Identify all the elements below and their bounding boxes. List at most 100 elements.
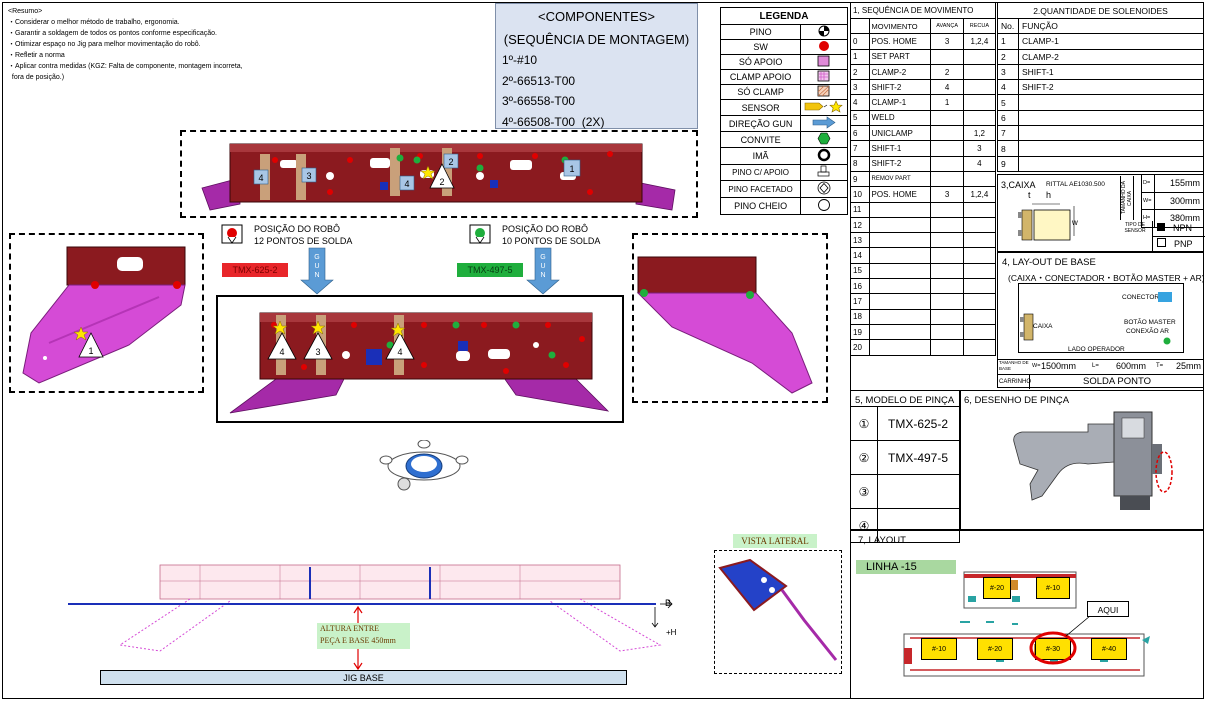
sequence-row: 11 xyxy=(850,201,997,218)
station-tag-current: #-30 xyxy=(1035,638,1071,660)
part-number-label: 1 xyxy=(569,164,574,174)
step-number: 10 xyxy=(850,186,870,203)
svg-text:G: G xyxy=(314,254,319,261)
step-movement: SHIFT-1 xyxy=(868,140,932,157)
base-layout-section xyxy=(997,252,1204,388)
side-elevation-drawing xyxy=(68,564,673,671)
gun-model-index: ② xyxy=(850,440,878,475)
step-retract xyxy=(962,63,997,81)
components-box: <COMPONENTES> (SEQUÊNCIA DE MONTAGEM) 1º… xyxy=(495,3,698,129)
sequence-header: AVANÇA xyxy=(930,17,964,35)
part-number-label: 4 xyxy=(397,347,402,357)
solenoid-function xyxy=(1018,140,1204,157)
components-title: <COMPONENTES> xyxy=(537,9,656,24)
legend-table: LEGENDA PINO SW SÓ APOIO CLAMP APOIO SÓ … xyxy=(719,7,848,215)
step-movement: REMOV PART xyxy=(868,170,932,188)
part-number-label: 4 xyxy=(258,173,263,183)
step-retract xyxy=(962,216,997,234)
height-note-line: PEÇA E BASE 450mm xyxy=(320,636,396,645)
station-tag: #-20 xyxy=(977,638,1013,660)
station-tag: #-40 xyxy=(1091,638,1127,660)
operator-icon xyxy=(379,440,469,491)
legend-label: IMÃ xyxy=(719,147,802,165)
connector-label: CONECTOR xyxy=(1122,294,1160,301)
step-advance xyxy=(930,262,964,280)
legend-label: CONVITE xyxy=(719,131,802,148)
step-number: 2 xyxy=(850,63,870,81)
sequence-row: 20 xyxy=(850,339,997,356)
solenoid-function xyxy=(1018,109,1204,127)
air-connection-label: CONEXÃO AR xyxy=(1126,328,1169,335)
robot-position-marker-red xyxy=(221,224,243,244)
legend-label: PINO C/ APOIO xyxy=(719,164,802,181)
step-advance xyxy=(930,216,964,234)
side-view-title: VISTA LATERAL xyxy=(733,534,817,548)
gun-model-index: ③ xyxy=(850,474,878,509)
solenoid-row: 9 xyxy=(997,155,1204,172)
svg-text:G: G xyxy=(540,254,545,261)
step-movement xyxy=(868,323,932,341)
sequence-header: MOVIMENTO xyxy=(868,17,932,35)
solenoid-number: 7 xyxy=(997,125,1019,142)
gun-model-name: TMX-625-2 xyxy=(877,406,960,441)
solenoid-function xyxy=(1018,155,1204,172)
here-callout: AQUI xyxy=(1087,601,1129,617)
solenoid-number: 8 xyxy=(997,140,1019,157)
solenoid-row: 5 xyxy=(997,94,1204,111)
summary-line: ・Otimizar espaço no Jig para melhor movi… xyxy=(8,41,201,48)
npn-label: NPN xyxy=(1173,223,1193,233)
base-t-value: 25mm xyxy=(1176,361,1202,371)
sequence-title: 1, SEQUÊNCIA DE MOVIMENTO xyxy=(850,2,996,19)
step-advance xyxy=(930,232,964,249)
clamp-only-icon xyxy=(817,85,830,97)
sequence-row: 15 xyxy=(850,262,997,280)
station-tag: #-10 xyxy=(921,638,957,660)
solenoid-function: CLAMP-1 xyxy=(1018,33,1204,50)
cart-label: CARRINHO xyxy=(997,375,1031,389)
sensor-type-label: TIPO DE SENSOR xyxy=(1124,222,1146,234)
base-layout-subtitle: (CAIXA・CONECTADOR・BOTÃO MASTER + AR) xyxy=(1008,273,1205,283)
step-number: 12 xyxy=(850,216,870,234)
gun-drawing-section xyxy=(960,390,1204,530)
step-movement: POS. HOME xyxy=(868,33,932,50)
part-number-label: 4 xyxy=(404,179,409,189)
step-advance: 3 xyxy=(930,33,964,50)
box-w-label: w xyxy=(1072,218,1078,227)
step-number: 0 xyxy=(850,33,870,50)
step-movement: POS. HOME xyxy=(868,186,932,203)
step-retract xyxy=(962,201,997,218)
legend-label: DIREÇÃO GUN xyxy=(719,115,802,132)
step-retract xyxy=(962,109,997,127)
step-retract xyxy=(962,323,997,341)
step-retract xyxy=(962,293,997,310)
legend-label: PINO FACETADO xyxy=(719,180,802,198)
step-movement xyxy=(868,201,932,218)
part-number-label: 3 xyxy=(315,347,320,357)
step-advance xyxy=(930,278,964,295)
legend-title: LEGENDA xyxy=(720,7,848,25)
legend-label: SÓ CLAMP xyxy=(719,84,802,100)
clamp-support-icon xyxy=(817,70,830,82)
step-number: 17 xyxy=(850,293,870,310)
solenoid-number: 4 xyxy=(997,79,1019,96)
component-item: 4º-66508-T00 (2X) xyxy=(502,114,605,129)
step-movement xyxy=(868,339,932,356)
solenoid-number: 5 xyxy=(997,94,1019,111)
box-dims-table: D=155mm W=300mm H=380mm xyxy=(1141,174,1204,228)
axis-b-label: B xyxy=(665,598,672,608)
gun-direction-arrow-icon: GUN xyxy=(300,247,334,295)
dim-key: D= xyxy=(1141,174,1155,193)
left-part-frame xyxy=(9,233,204,393)
step-retract xyxy=(962,232,997,249)
base-plate xyxy=(1018,283,1184,353)
summary-line: ・Garantir a soldagem de todos os pontos … xyxy=(8,30,217,37)
base-l-key: L= xyxy=(1092,363,1099,369)
